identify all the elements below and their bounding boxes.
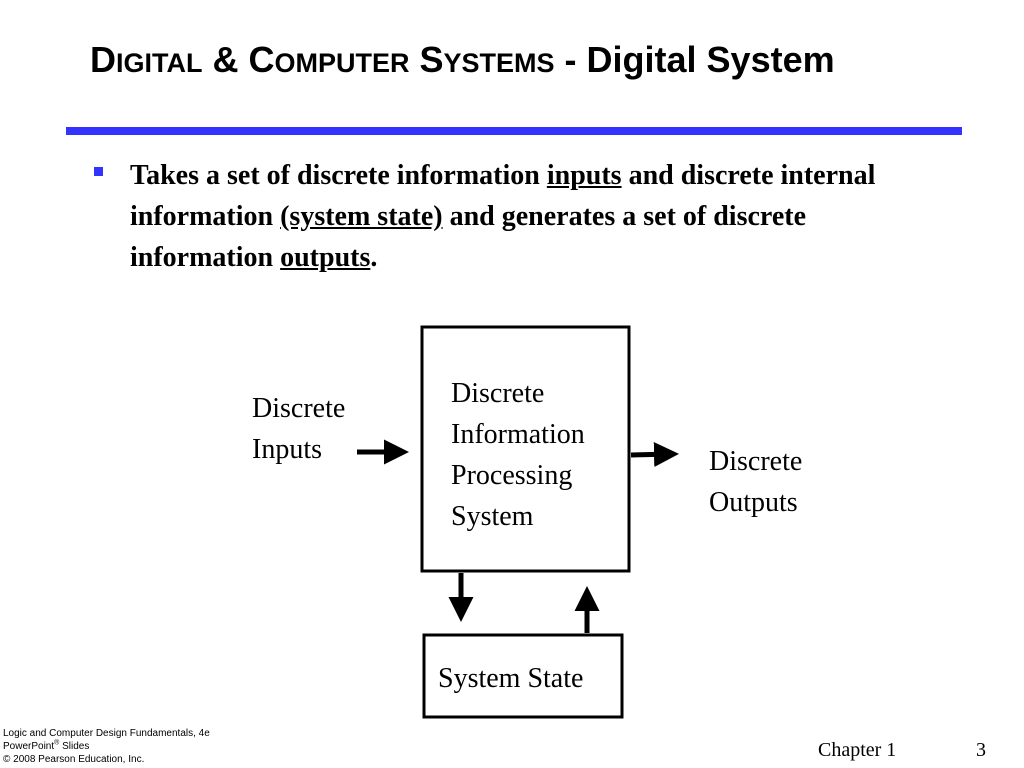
bullet-text: Takes a set of discrete information inpu… [130,155,950,278]
title-part: C [248,39,275,80]
bullet-keyword-inputs: inputs [546,160,622,191]
inputs-label-line: Inputs [252,434,322,465]
bullet-part: and discrete internal information [130,160,876,232]
footer-line: PowerPoint® Slides [3,740,210,753]
inputs-label-line: Discrete [252,393,346,424]
footer-part: PowerPoint [3,741,55,752]
processing-system-box [420,325,631,573]
footer-credits: Logic and Computer Design Fundamentals, … [3,727,210,766]
title-part: D [90,39,116,80]
system-state-box [422,633,624,719]
processor-label: Discrete Information Processing System [451,373,585,537]
output-arrow [630,441,679,467]
footer-part: Slides [59,741,90,752]
registered-mark: ® [54,739,60,747]
outputs-label: Discrete Outputs [709,441,802,523]
title-part: - Digital System [554,39,835,80]
title-part: & [202,39,249,80]
bullet-keyword-outputs: outputs [280,242,371,273]
footer-line: Logic and Computer Design Fundamentals, … [3,728,210,739]
processor-label-line: System [451,501,534,532]
outputs-label-line: Outputs [709,487,798,518]
slide-title: DIGITAL & COMPUTER SYSTEMS - Digital Sys… [90,38,990,85]
inputs-label: Discrete Inputs [252,388,345,470]
processor-label-line: Information [451,419,585,450]
title-part: YSTEMS [443,48,555,78]
outputs-label-line: Discrete [709,446,803,477]
bullet-part: Takes a set of discrete information [130,160,547,191]
bullet-icon [94,167,103,176]
footer-line: © 2008 Pearson Education, Inc. [3,754,145,765]
processor-label-line: Processing [451,460,573,491]
title-part: IGITAL [116,48,203,78]
title-divider [66,127,962,135]
bullet-part: and generates a set of discrete informat… [130,201,807,273]
system-state-label: System State [438,663,584,694]
page-number: 3 [976,739,986,761]
footer-chapter: Chapter 1 [818,739,897,761]
bullet-part: . [370,242,378,273]
bullet-keyword-system-state: (system state) [280,201,443,232]
title-part: S [409,39,444,80]
processor-label-line: Discrete [451,378,545,409]
title-part: OMPUTER [274,48,410,78]
